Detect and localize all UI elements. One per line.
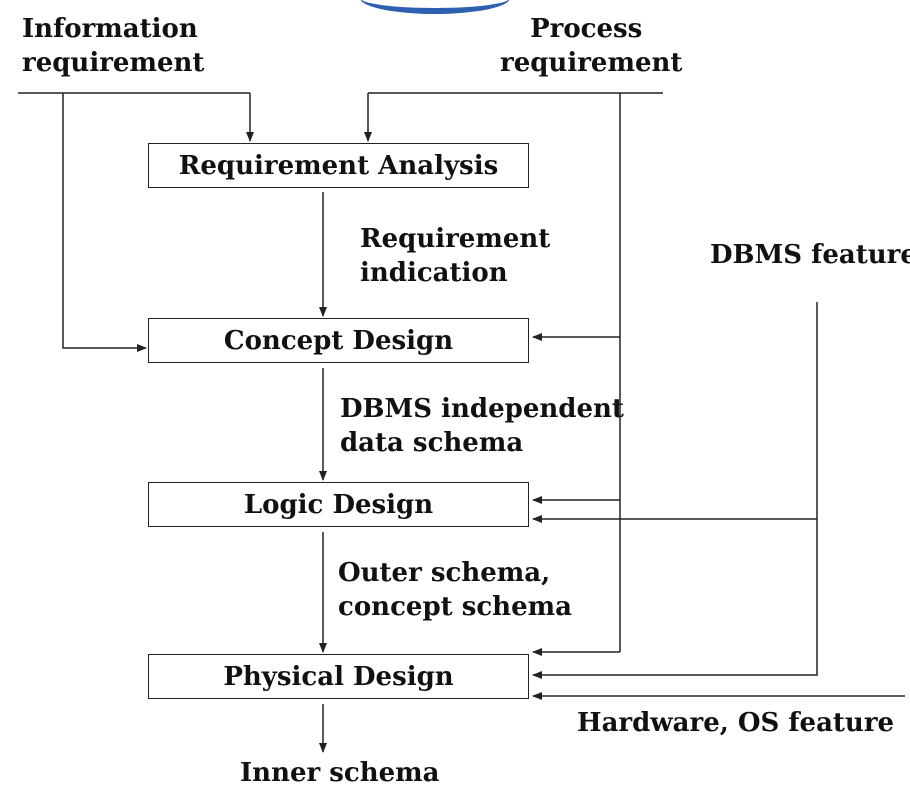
process-requirement-label: Process requirement (490, 12, 682, 80)
process-requirement-line-2: requirement (500, 48, 683, 78)
outer-concept-schema-line-2: concept schema (338, 592, 572, 622)
requirement-analysis-box: Requirement Analysis (148, 143, 529, 188)
logic-design-box: Logic Design (148, 482, 529, 527)
information-requirement-line-2: requirement (22, 48, 205, 78)
requirement-indication-label: Requirement indication (360, 222, 550, 290)
physical-design-box: Physical Design (148, 654, 529, 699)
information-requirement-label: Information requirement (22, 12, 204, 80)
dbms-to-physical-arrow (532, 302, 818, 679)
dbms-independent-schema-line-2: data schema (340, 428, 524, 458)
dbms-feature-label: DBMS feature (710, 240, 910, 270)
inner-schema-label: Inner schema (240, 758, 440, 788)
logic-design-label: Logic Design (243, 489, 434, 520)
process-requirement-line-1: Process (530, 14, 643, 44)
information-requirement-line-1: Information (22, 14, 198, 44)
dbms-independent-schema-line-1: DBMS independent (340, 394, 624, 424)
requirement-indication-line-1: Requirement (360, 224, 551, 254)
requirement-indication-line-2: indication (360, 258, 508, 288)
outer-concept-schema-label: Outer schema, concept schema (338, 556, 572, 624)
requirement-analysis-label: Requirement Analysis (178, 150, 499, 181)
concept-design-label: Concept Design (223, 325, 454, 356)
dbms-independent-schema-label: DBMS independent data schema (340, 392, 624, 460)
physical-design-label: Physical Design (223, 661, 454, 692)
hardware-os-feature-label: Hardware, OS feature (577, 708, 895, 738)
concept-design-box: Concept Design (148, 318, 529, 363)
title-fragment (360, 0, 510, 14)
information-to-concept-arrow (62, 93, 147, 352)
outer-concept-schema-line-1: Outer schema, (338, 558, 551, 588)
